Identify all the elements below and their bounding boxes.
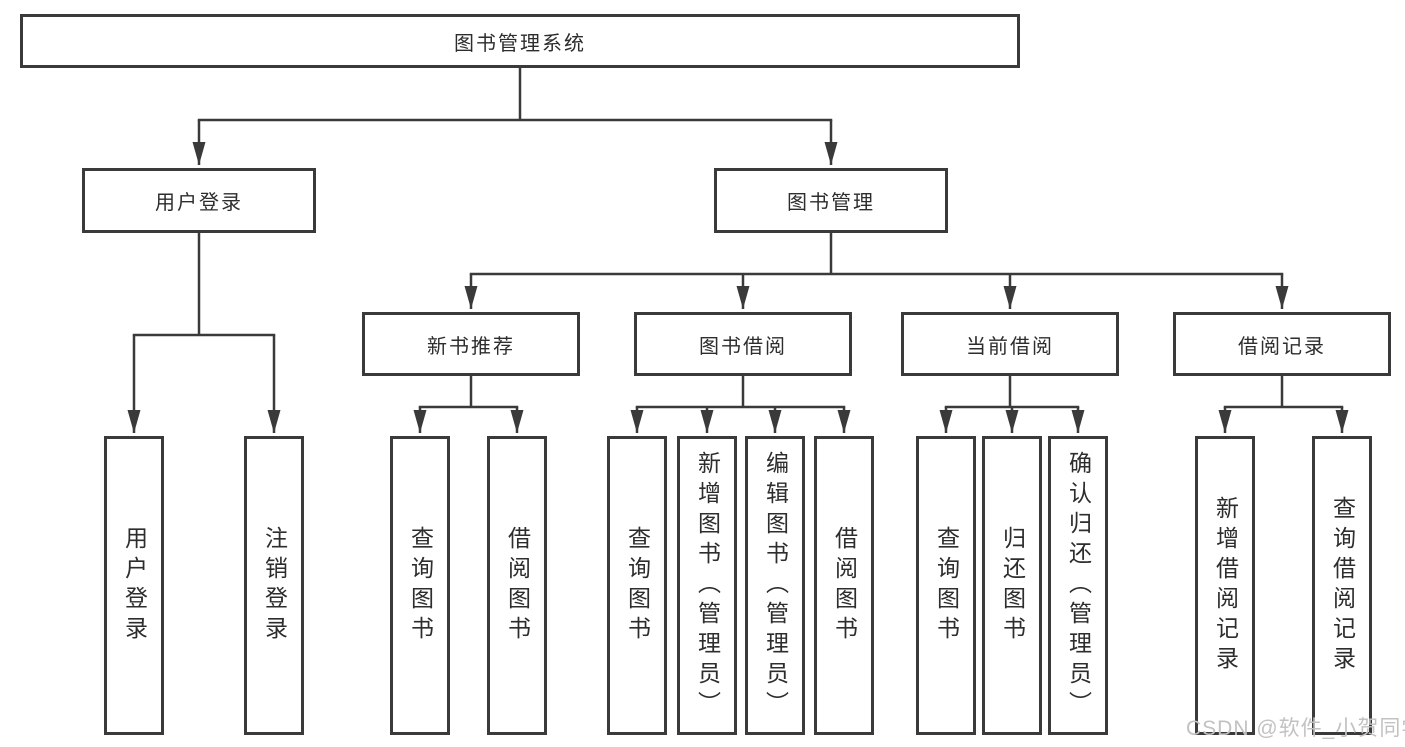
leaf-confirm-return-admin: 确认归还（管理员） bbox=[1048, 436, 1108, 735]
leaf-borrow-books: 借阅图书 bbox=[814, 436, 874, 735]
leaf-query-borrow-record: 查询借阅记录 bbox=[1312, 436, 1372, 735]
leaf-query-books-current: 查询图书 bbox=[916, 436, 976, 735]
leaf-label: 借阅图书 bbox=[504, 525, 531, 646]
leaf-label: 新增图书（管理员） bbox=[694, 450, 721, 721]
leaf-label: 编辑图书（管理员） bbox=[762, 450, 789, 721]
leaf-user-login: 用户登录 bbox=[104, 436, 164, 735]
leaf-label: 借阅图书 bbox=[831, 525, 858, 646]
leaf-borrow-books-recommend: 借阅图书 bbox=[487, 436, 547, 735]
leaf-label: 查询图书 bbox=[933, 525, 960, 646]
leaf-label: 新增借阅记录 bbox=[1212, 495, 1239, 676]
leaf-label: 查询图书 bbox=[624, 525, 651, 646]
node-new-book-recommendation: 新书推荐 bbox=[362, 312, 580, 376]
leaf-label: 查询图书 bbox=[407, 525, 434, 646]
leaf-label: 注销登录 bbox=[261, 525, 288, 646]
leaf-edit-books-admin: 编辑图书（管理员） bbox=[745, 436, 805, 735]
leaf-label: 确认归还（管理员） bbox=[1065, 450, 1092, 721]
leaf-label: 归还图书 bbox=[999, 525, 1026, 646]
leaf-label: 用户登录 bbox=[121, 525, 148, 646]
csdn-watermark: CSDN @软件_小贺同学 bbox=[1186, 717, 1405, 740]
node-library-management-system: 图书管理系统 bbox=[20, 14, 1020, 68]
node-book-management: 图书管理 bbox=[714, 168, 948, 233]
leaf-add-books-admin: 新增图书（管理员） bbox=[677, 436, 737, 735]
node-borrowing-records: 借阅记录 bbox=[1173, 312, 1391, 376]
leaf-query-books-recommend: 查询图书 bbox=[390, 436, 450, 735]
leaf-logout: 注销登录 bbox=[244, 436, 304, 735]
leaf-label: 查询借阅记录 bbox=[1329, 495, 1356, 676]
node-book-borrowing: 图书借阅 bbox=[634, 312, 852, 376]
node-current-borrowing: 当前借阅 bbox=[901, 312, 1119, 376]
leaf-return-books: 归还图书 bbox=[982, 436, 1042, 735]
node-user-login: 用户登录 bbox=[82, 168, 316, 233]
leaf-add-borrow-record: 新增借阅记录 bbox=[1195, 436, 1255, 735]
leaf-query-books-borrow: 查询图书 bbox=[607, 436, 667, 735]
